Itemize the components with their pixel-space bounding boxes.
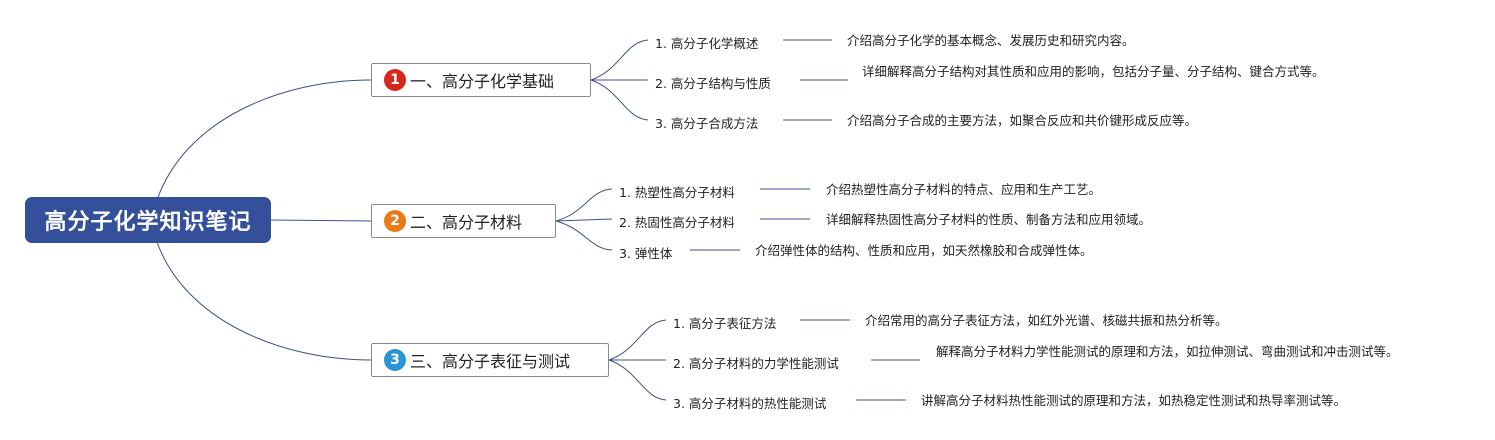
leaf-polymer-chemistry-overview[interactable]: 1. 高分子化学概述 [655, 36, 759, 51]
number-badge-2: 2 [384, 210, 406, 232]
number-badge-3: 3 [384, 349, 406, 371]
branch-node-materials[interactable]: 2 二、高分子材料 [371, 204, 556, 238]
leaf-synthesis-methods[interactable]: 3. 高分子合成方法 [655, 116, 759, 131]
branch-2-fan-line [555, 188, 613, 222]
leaf-characterization-methods[interactable]: 1. 高分子表征方法 [673, 316, 777, 331]
root-node[interactable]: 高分子化学知识笔记 [25, 197, 271, 243]
root-to-branch-2-line [270, 219, 372, 222]
branch-label: 二、高分子材料 [410, 213, 523, 232]
leaf-desc: 介绍高分子合成的主要方法，如聚合反应和共价键形成反应等。 [847, 113, 1198, 128]
branch-3-fan-line [608, 359, 667, 401]
leaf-elastomer[interactable]: 3. 弹性体 [619, 246, 673, 261]
leaf-mechanical-testing[interactable]: 2. 高分子材料的力学性能测试 [673, 356, 839, 371]
leaf-thermal-testing[interactable]: 3. 高分子材料的热性能测试 [673, 396, 827, 411]
leaf-desc: 介绍热塑性高分子材料的特点、应用和生产工艺。 [826, 182, 1102, 197]
root-to-branch-3-line [156, 241, 372, 361]
branch-node-characterization[interactable]: 3 三、高分子表征与测试 [371, 343, 609, 377]
branch-1-fan-line [590, 79, 649, 121]
number-badge-1: 1 [384, 69, 406, 91]
leaf-structure-and-properties[interactable]: 2. 高分子结构与性质 [655, 76, 771, 91]
leaf-desc: 详细解释高分子结构对其性质和应用的影响，包括分子量、分子结构、键合方式等。 [862, 64, 1325, 79]
branch-label: 一、高分子化学基础 [410, 72, 555, 91]
leaf-desc: 讲解高分子材料热性能测试的原理和方法，如热稳定性测试和热导率测试等。 [921, 393, 1347, 408]
leaf-desc: 介绍常用的高分子表征方法，如红外光谱、核磁共振和热分析等。 [865, 313, 1228, 328]
root-to-branch-1-line [156, 79, 372, 201]
branch-2-fan-line [555, 220, 613, 251]
branch-2-fan-line [555, 218, 613, 222]
branch-label: 三、高分子表征与测试 [410, 352, 571, 371]
branch-3-fan-line [608, 319, 667, 361]
leaf-thermoplastic[interactable]: 1. 热塑性高分子材料 [619, 185, 735, 200]
branch-node-basics[interactable]: 1 一、高分子化学基础 [371, 63, 591, 97]
root-title: 高分子化学知识笔记 [44, 210, 252, 235]
leaf-thermoset[interactable]: 2. 热固性高分子材料 [619, 215, 735, 230]
leaf-desc: 介绍高分子化学的基本概念、发展历史和研究内容。 [847, 33, 1135, 48]
leaf-desc: 解释高分子材料力学性能测试的原理和方法，如拉伸测试、弯曲测试和冲击测试等。 [936, 344, 1399, 359]
leaf-desc: 详细解释热固性高分子材料的性质、制备方法和应用领域。 [826, 212, 1152, 227]
branch-1-fan-line [590, 39, 649, 81]
leaf-desc: 介绍弹性体的结构、性质和应用，如天然橡胶和合成弹性体。 [755, 243, 1093, 258]
